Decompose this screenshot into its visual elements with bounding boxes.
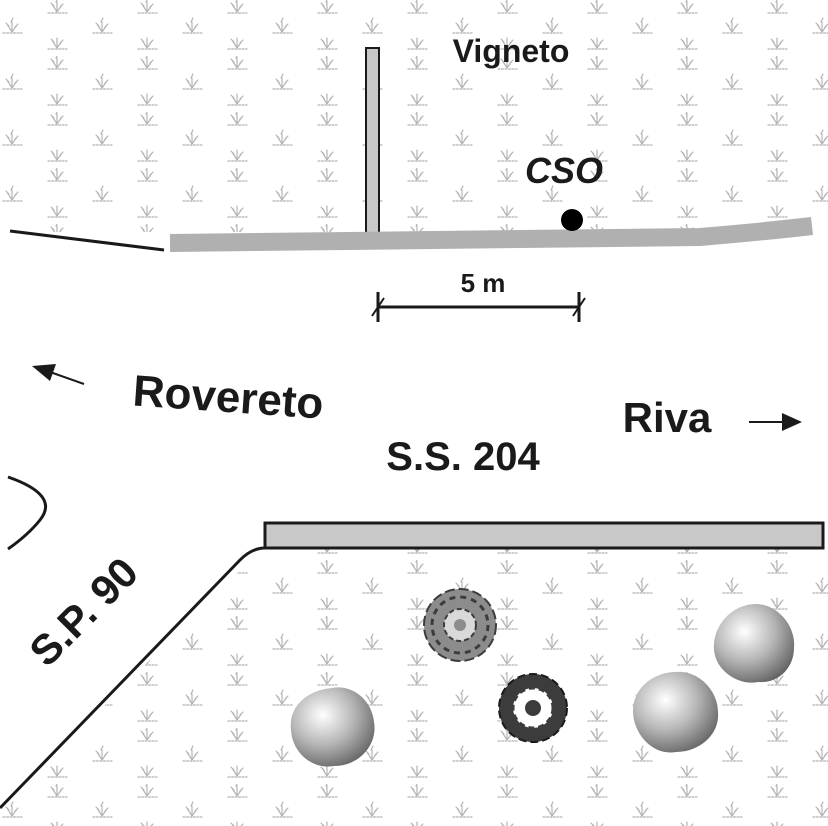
arrow-left-up-icon bbox=[32, 364, 85, 385]
main-road-label: S.S. 204 bbox=[386, 435, 540, 479]
tree-icon bbox=[713, 604, 795, 683]
road-edge-north bbox=[169, 217, 814, 252]
road-edge-south bbox=[263, 521, 825, 550]
site-marker-icon bbox=[561, 209, 583, 231]
toward-east-label: Riva bbox=[623, 394, 712, 441]
tree-icon bbox=[423, 588, 497, 662]
road-edge-north-west bbox=[9, 229, 165, 252]
vineyard-area bbox=[0, 0, 828, 232]
road-curve-west bbox=[7, 475, 47, 551]
field-area-south bbox=[0, 548, 828, 826]
tree-icon bbox=[632, 671, 719, 753]
toward-west-label: Rovereto bbox=[131, 366, 325, 428]
vineyard-label: Vigneto bbox=[453, 33, 570, 69]
site-label: CSO bbox=[525, 150, 603, 191]
scale-bar bbox=[371, 292, 586, 322]
arrow-right-icon bbox=[749, 413, 802, 431]
scale-label: 5 m bbox=[461, 268, 506, 298]
side-road-edge bbox=[0, 546, 266, 810]
side-road-label: S.P. 90 bbox=[20, 548, 147, 675]
tree-icon bbox=[290, 687, 375, 767]
tree-icon bbox=[498, 673, 568, 743]
vineyard-wall bbox=[365, 47, 380, 235]
